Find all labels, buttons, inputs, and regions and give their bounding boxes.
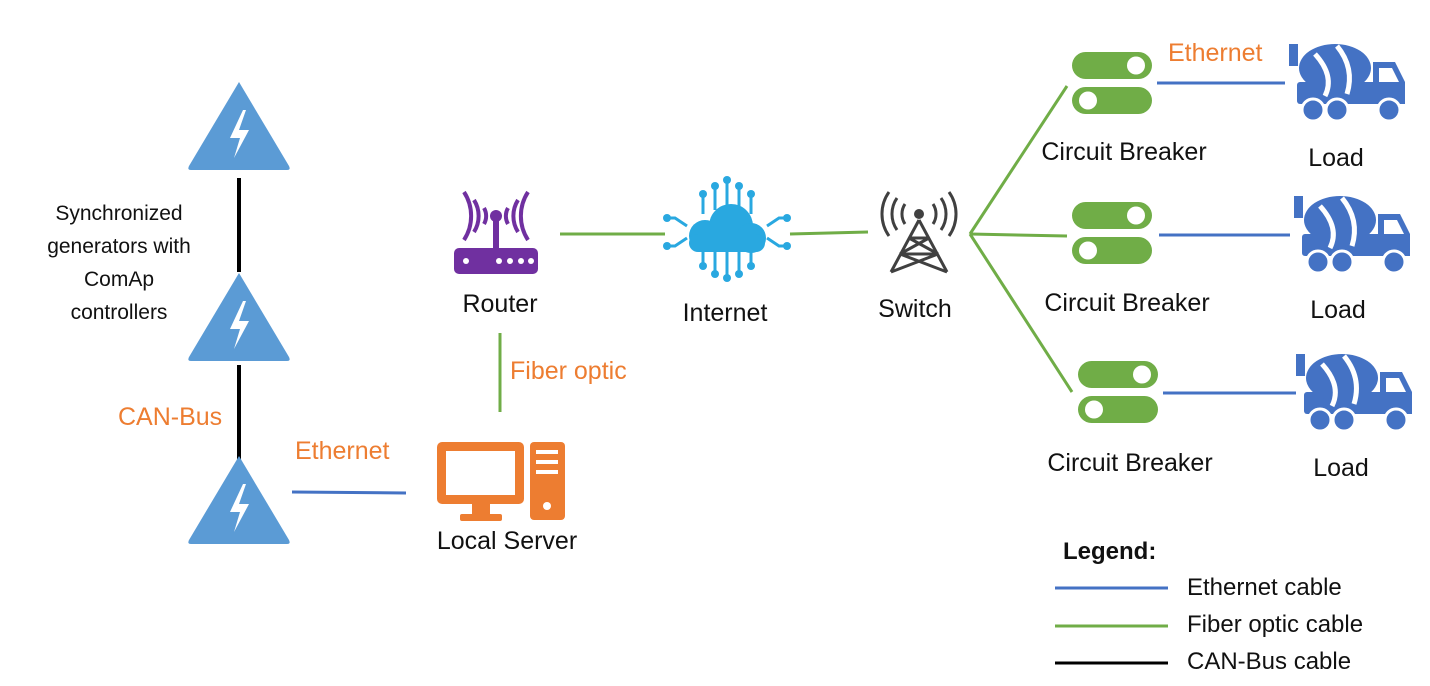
- ethernet-label-left: Ethernet: [295, 437, 390, 465]
- circuit-breaker-icon: [1072, 52, 1152, 114]
- mixer-truck-icon: [1289, 44, 1405, 121]
- legend-item-fiber: Fiber optic cable: [1187, 611, 1364, 638]
- ethernet-label-right: Ethernet: [1168, 39, 1263, 67]
- generator-1: [188, 82, 290, 170]
- fiber-optic-label: Fiber optic: [510, 357, 627, 385]
- mixer-truck-icon: [1296, 354, 1412, 431]
- high-voltage-icon: [188, 456, 290, 544]
- load-label-2: Load: [1310, 296, 1366, 324]
- circuit-breaker-3: [1078, 361, 1158, 423]
- fiber-line-switch-breaker-1: [968, 85, 1069, 235]
- mixer-truck-icon: [1294, 196, 1410, 273]
- circuit-breaker-2: [1072, 202, 1152, 264]
- generators-label-line-1: Synchronized: [55, 202, 183, 225]
- connections: [237, 81, 1296, 495]
- router-icon: [454, 190, 538, 274]
- generators-label-line-4: controllers: [70, 301, 168, 324]
- load-3: [1296, 354, 1412, 431]
- load-1: [1289, 44, 1405, 121]
- fiber-line-switch-breaker-3: [968, 233, 1074, 393]
- local-server-label: Local Server: [436, 527, 578, 555]
- legend-title: Legend:: [1063, 538, 1157, 565]
- fiber-line-switch-breaker-2: [969, 232, 1068, 238]
- ethernet-line-generator-server: [291, 490, 407, 495]
- circuit-breaker-label-3: Circuit Breaker: [1047, 449, 1213, 477]
- generator-3: [188, 456, 290, 544]
- computer-icon: [437, 442, 565, 521]
- fiber-line-internet-switch: [789, 230, 869, 236]
- generators-label-line-2: generators with: [47, 235, 191, 258]
- cloud-network-icon: [663, 176, 791, 282]
- router-label: Router: [462, 290, 538, 318]
- load-label-3: Load: [1313, 454, 1369, 482]
- can-bus-label: CAN-Bus: [118, 403, 223, 431]
- circuit-breaker-label-1: Circuit Breaker: [1041, 138, 1207, 166]
- legend-item-ethernet: Ethernet cable: [1187, 574, 1342, 601]
- switch-label: Switch: [878, 295, 952, 323]
- internet-label: Internet: [682, 299, 768, 327]
- circuit-breaker-icon: [1078, 361, 1158, 423]
- generators-label-line-3: ComAp: [83, 268, 155, 291]
- cell-tower-icon: [880, 191, 958, 274]
- load-label-1: Load: [1308, 144, 1364, 172]
- high-voltage-icon: [188, 82, 290, 170]
- legend-item-canbus: CAN-Bus cable: [1187, 648, 1352, 675]
- load-2: [1294, 196, 1410, 273]
- circuit-breaker-1: [1072, 52, 1152, 114]
- generators-label: Synchronized generators with ComAp contr…: [30, 197, 208, 329]
- circuit-breaker-label-2: Circuit Breaker: [1044, 289, 1210, 317]
- circuit-breaker-icon: [1072, 202, 1152, 264]
